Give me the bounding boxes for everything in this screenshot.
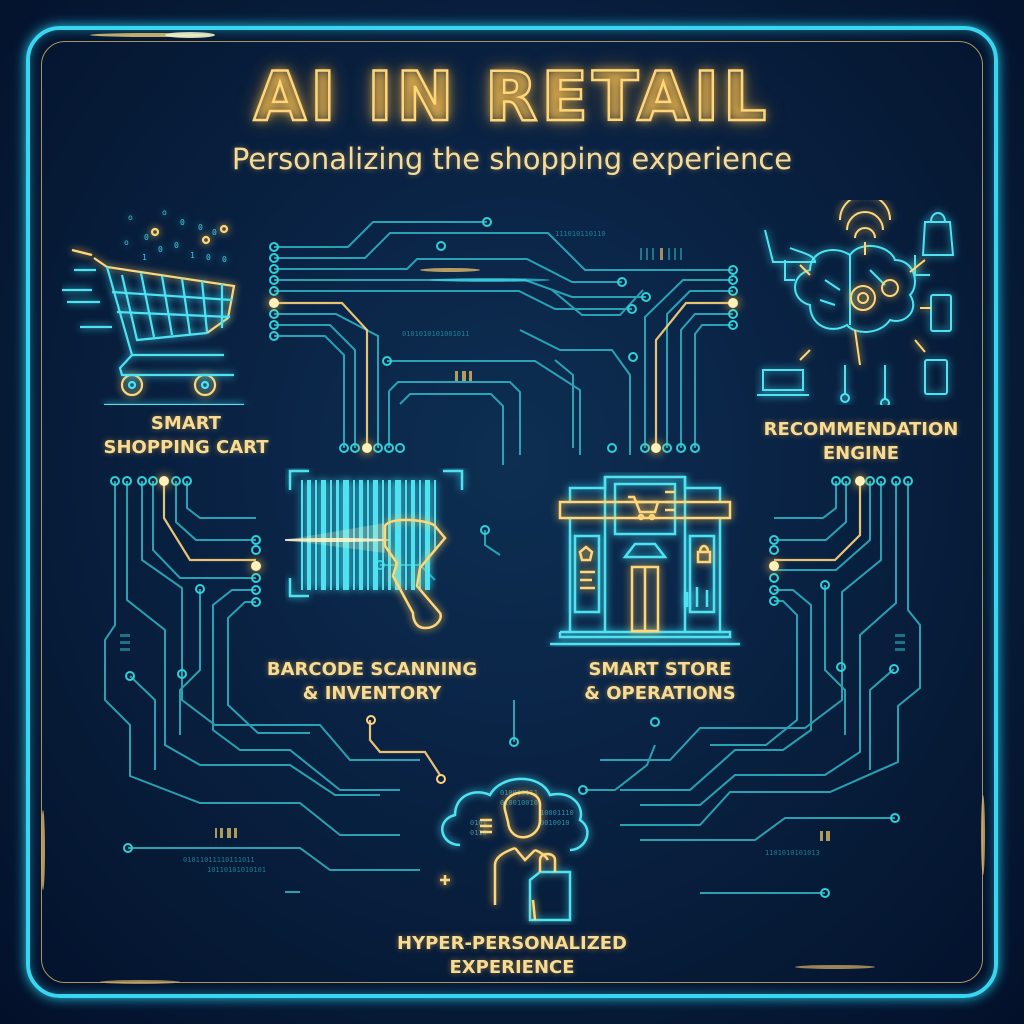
svg-text:0100100101: 0100100101 bbox=[500, 799, 542, 807]
svg-text:0: 0 bbox=[174, 241, 179, 250]
section-label-personalized: HYPER-PERSONALIZED EXPERIENCE bbox=[397, 933, 627, 978]
svg-text:o: o bbox=[124, 238, 129, 247]
barcode-scanner-icon bbox=[285, 469, 464, 630]
storefront-icon bbox=[550, 475, 740, 646]
svg-text:10001110: 10001110 bbox=[540, 809, 574, 817]
svg-text:o: o bbox=[128, 213, 133, 222]
outer-neon-frame bbox=[26, 26, 998, 998]
section-label-smart-cart: SMART SHOPPING CART bbox=[103, 413, 269, 458]
svg-text:0110: 0110 bbox=[470, 829, 487, 837]
svg-text:0: 0 bbox=[158, 245, 163, 254]
section-label-barcode: BARCODE SCANNING & INVENTORY bbox=[266, 659, 478, 704]
svg-text:0: 0 bbox=[212, 228, 217, 237]
svg-text:0010010: 0010010 bbox=[540, 819, 570, 827]
svg-text:1: 1 bbox=[142, 253, 147, 262]
page-subtitle: Personalizing the shopping experience bbox=[231, 142, 793, 176]
svg-text:0: 0 bbox=[198, 223, 203, 232]
svg-text:0101: 0101 bbox=[470, 819, 487, 827]
svg-text:0: 0 bbox=[180, 218, 185, 227]
section-label-recommendation: RECOMMENDATION ENGINE bbox=[763, 419, 959, 464]
svg-text:1: 1 bbox=[190, 251, 195, 260]
svg-text:0: 0 bbox=[206, 253, 211, 262]
svg-text:0: 0 bbox=[144, 233, 149, 242]
svg-text:o: o bbox=[162, 208, 167, 217]
page-title: AI IN RETAIL bbox=[252, 57, 771, 139]
section-label-smart-store: SMART STORE & OPERATIONS bbox=[584, 659, 736, 704]
svg-text:0: 0 bbox=[222, 255, 227, 264]
svg-text:1101010101013: 1101010101013 bbox=[765, 849, 820, 857]
svg-text:0101010101001011: 0101010101001011 bbox=[402, 330, 469, 338]
inner-gold-frame bbox=[41, 41, 983, 983]
brain-gears-icon bbox=[757, 200, 955, 405]
svg-text:01011011110111011: 01011011110111011 bbox=[183, 856, 255, 864]
svg-text:10110101010101: 10110101010101 bbox=[207, 866, 266, 874]
svg-text:111010110110: 111010110110 bbox=[555, 230, 606, 238]
